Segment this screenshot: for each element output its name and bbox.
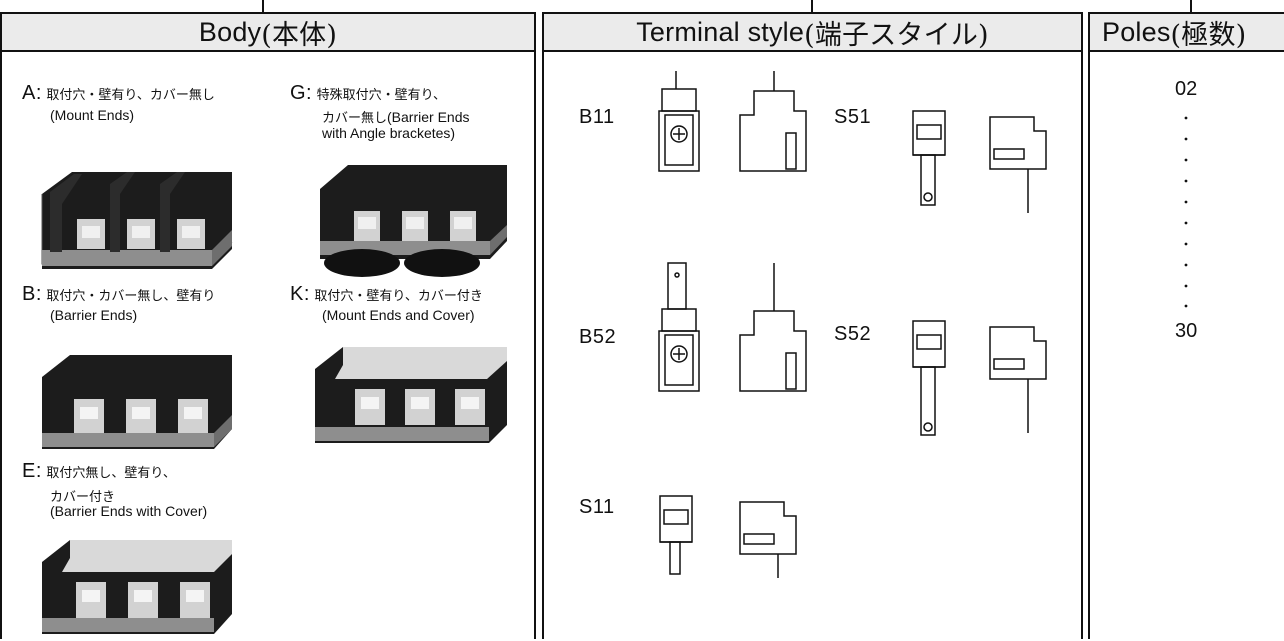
poles-header: Poles(極数) — [1090, 14, 1284, 52]
option-code: B: — [22, 283, 42, 305]
option-jp-label: カバー無し — [322, 111, 388, 126]
option-en-label: (Barrier Ends with Cover) — [50, 503, 208, 519]
terminal-code-s51: S51 — [834, 106, 872, 128]
option-jp-label: 特殊取付穴・壁有り、 — [316, 88, 447, 103]
option-en-label: (Barrier Ends) — [50, 307, 138, 323]
leader-line-poles — [1190, 0, 1192, 12]
body-option-a: A: 取付穴・壁有り、カバー無し — [22, 82, 215, 105]
terminal-code-b52: B52 — [579, 326, 617, 348]
terminal-s11-side-drawing — [739, 501, 797, 578]
option-jp-label: 取付穴・壁有り、カバー付き — [314, 289, 483, 304]
terminal-b11-side-drawing — [739, 71, 807, 172]
body-option-k: K: 取付穴・壁有り、カバー付き — [290, 283, 483, 306]
option-en-label: with Angle bracketes) — [322, 125, 456, 141]
option-en-label: (Mount Ends and Cover) — [322, 307, 475, 323]
body-option-b: B: 取付穴・カバー無し、壁有り — [22, 283, 215, 306]
body-header-jp: (本体) — [261, 19, 338, 51]
body-option-g: G: 特殊取付穴・壁有り、 — [290, 82, 446, 105]
poles-header-jp: (極数) — [1170, 19, 1247, 51]
terminal-block-image-b — [42, 355, 232, 449]
terminal-block-image-e — [42, 540, 232, 634]
terminal-header-jp: (端子スタイル) — [804, 19, 989, 51]
terminal-b52-side-drawing — [739, 263, 807, 392]
body-option-g-line2: カバー無し(Barrier Ends — [322, 107, 469, 127]
body-header-en: Body — [198, 16, 262, 47]
terminal-block-image-a — [41, 172, 233, 269]
option-code: A: — [22, 82, 42, 104]
body-header: Body(本体) — [2, 14, 534, 52]
leader-line-body — [262, 0, 264, 12]
option-code: K: — [290, 283, 310, 305]
terminal-header-en: Terminal style — [636, 16, 805, 47]
option-jp-label: 取付穴無し、壁有り、 — [46, 466, 176, 481]
terminal-block-image-g — [320, 165, 507, 277]
body-panel: Body(本体) A: 取付穴・壁有り、カバー無し (Mount Ends) G… — [0, 12, 536, 639]
poles-panel: Poles(極数) 02 30 — [1088, 12, 1284, 639]
option-code: G: — [290, 82, 313, 104]
option-jp-label: カバー付き — [50, 490, 116, 505]
poles-max-value: 30 — [1175, 320, 1198, 342]
poles-range-dots — [1184, 116, 1188, 308]
terminal-s52-front-drawing — [912, 320, 946, 436]
option-code: E: — [22, 460, 42, 482]
terminal-b11-front-drawing — [658, 71, 700, 172]
poles-header-en: Poles — [1102, 16, 1171, 47]
terminal-s52-side-drawing — [989, 326, 1047, 433]
option-en-label: (Barrier Ends — [387, 109, 470, 125]
terminal-code-s52: S52 — [834, 323, 872, 345]
body-option-e: E: 取付穴無し、壁有り、 — [22, 460, 176, 483]
terminal-s11-front-drawing — [659, 495, 693, 575]
option-jp-label: 取付穴・壁有り、カバー無し — [46, 88, 215, 103]
option-en-label: (Mount Ends) — [50, 107, 135, 123]
terminal-header: Terminal style(端子スタイル) — [544, 14, 1081, 52]
terminal-style-panel: Terminal style(端子スタイル) B11 S51 B52 S52 S… — [542, 12, 1083, 639]
terminal-block-image-k — [315, 347, 507, 443]
terminal-code-s11: S11 — [579, 496, 615, 518]
terminal-s51-front-drawing — [912, 110, 946, 206]
leader-line-terminal — [811, 0, 813, 12]
terminal-b52-front-drawing — [658, 262, 700, 392]
option-jp-label: 取付穴・カバー無し、壁有り — [46, 289, 216, 304]
terminal-s51-side-drawing — [989, 116, 1047, 213]
terminal-code-b11: B11 — [579, 106, 615, 128]
poles-min-value: 02 — [1175, 78, 1198, 100]
